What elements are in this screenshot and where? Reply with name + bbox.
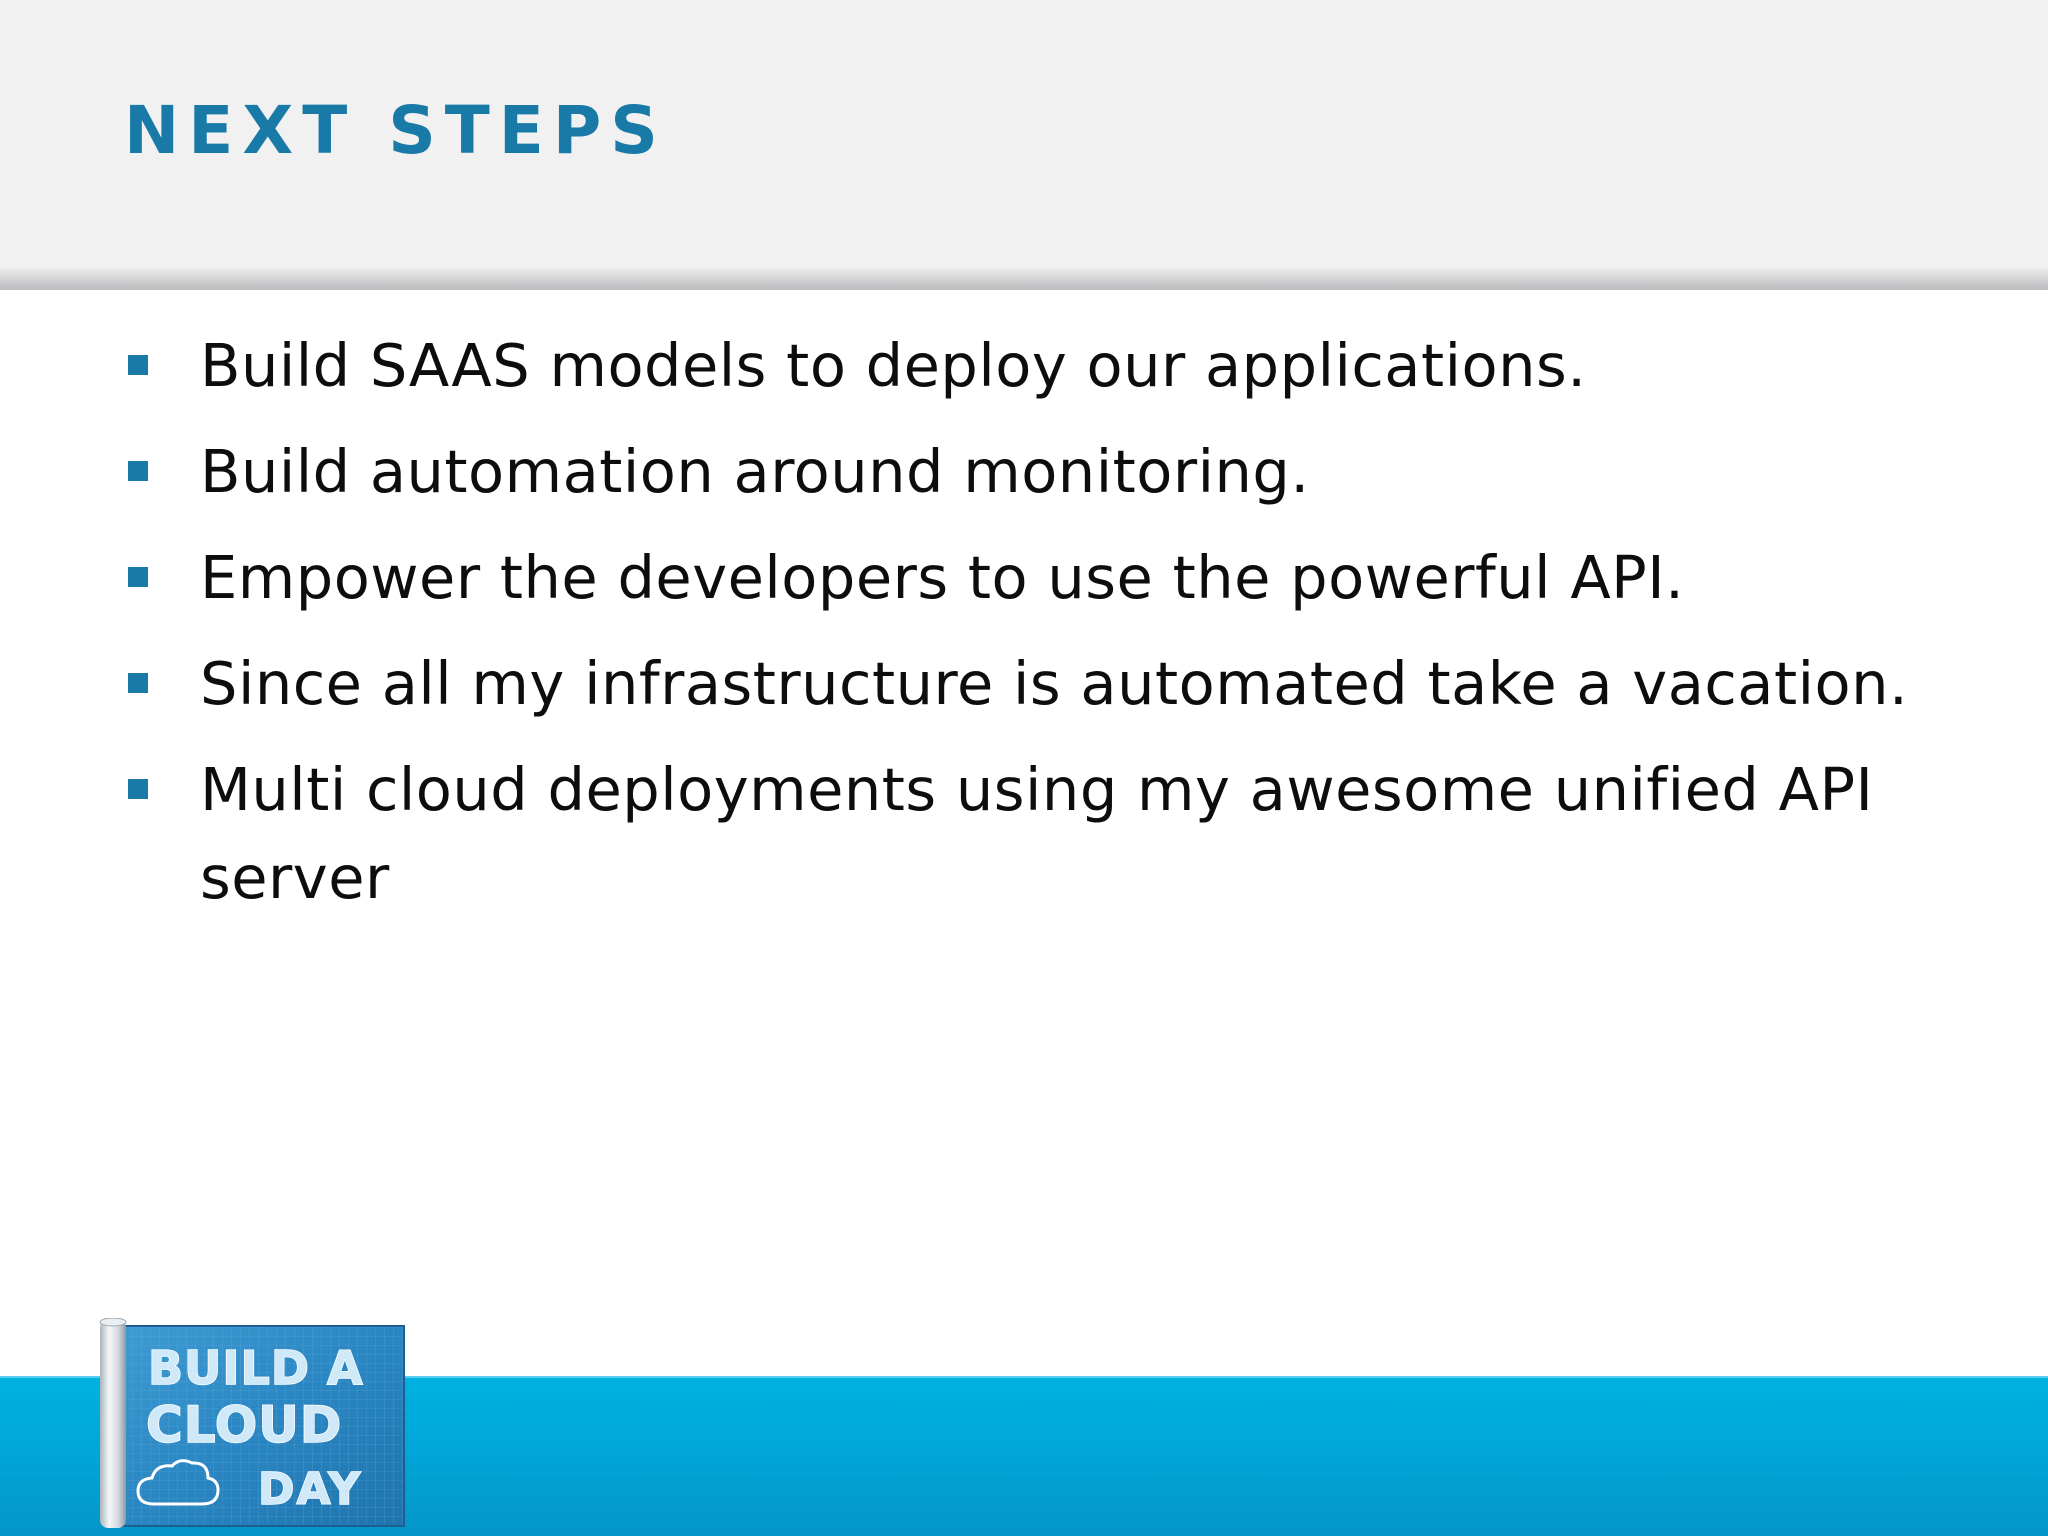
bullet-text: Since all my infrastructure is automated… [200, 649, 1909, 718]
logo-line-3: DAY [258, 1464, 362, 1515]
square-bullet-icon [128, 461, 148, 481]
square-bullet-icon [128, 567, 148, 587]
bullet-item: Since all my infrastructure is automated… [122, 640, 1952, 728]
bullet-item: Multi cloud deployments using my awesome… [122, 746, 1952, 922]
bullet-item: Empower the developers to use the powerf… [122, 534, 1952, 622]
bullet-text: Empower the developers to use the powerf… [200, 543, 1685, 612]
bullet-text: Build SAAS models to deploy our applicat… [200, 331, 1587, 400]
slide-title: NEXT STEPS [124, 92, 667, 169]
bullet-list: Build SAAS models to deploy our applicat… [122, 322, 1952, 940]
header-divider [0, 268, 2048, 290]
header-band [0, 0, 2048, 268]
logo-line-1: BUILD A [148, 1341, 364, 1395]
square-bullet-icon [128, 673, 148, 693]
bullet-text: Multi cloud deployments using my awesome… [200, 755, 1874, 912]
bullet-item: Build automation around monitoring. [122, 428, 1952, 516]
logo-line-2: CLOUD [146, 1396, 342, 1454]
square-bullet-icon [128, 355, 148, 375]
build-a-cloud-day-logo: BUILD A CLOUD DAY [99, 1318, 405, 1528]
bullet-text: Build automation around monitoring. [200, 437, 1310, 506]
cloud-icon [136, 1459, 220, 1506]
square-bullet-icon [128, 779, 148, 799]
bullet-item: Build SAAS models to deploy our applicat… [122, 322, 1952, 410]
